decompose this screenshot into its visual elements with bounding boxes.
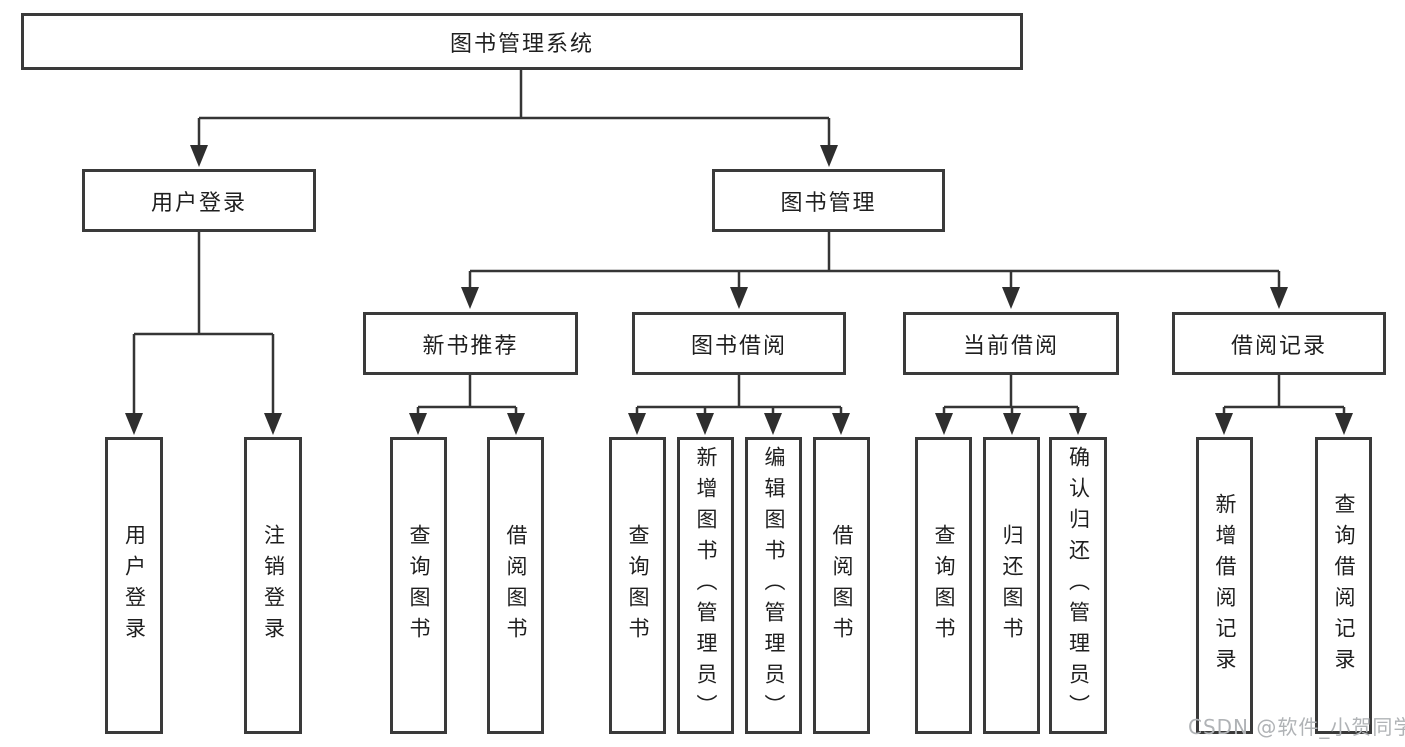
leaf-confirm-return-admin: 确认归还（管理员） [1049,437,1107,734]
node-book-management: 图书管理 [712,169,945,232]
leaf-add-book-admin: 新增图书（管理员） [677,437,734,734]
leaf-borrow-books-borrow: 借阅图书 [813,437,870,734]
leaf-query-books-recommend: 查询图书 [390,437,447,734]
node-user-login: 用户登录 [82,169,316,232]
node-book-borrow: 图书借阅 [632,312,846,375]
watermark: CSDN @软件_小贺同学 [1188,715,1405,739]
leaf-add-borrow-record: 新增借阅记录 [1196,437,1253,734]
connector-user-login [132,232,275,418]
leaf-borrow-books-recommend: 借阅图书 [487,437,544,734]
connector-book-management [468,232,1281,293]
connector-current-borrow [942,375,1080,420]
leaf-logout: 注销登录 [244,437,302,734]
node-borrow-records: 借阅记录 [1172,312,1386,375]
leaf-return-books: 归还图书 [983,437,1040,734]
connector-root [197,70,831,150]
leaf-edit-book-admin: 编辑图书（管理员） [745,437,802,734]
leaf-query-borrow-record: 查询借阅记录 [1315,437,1372,734]
leaf-user-login: 用户登录 [105,437,163,734]
connector-borrow-records [1222,375,1346,420]
leaf-query-books-current: 查询图书 [915,437,972,734]
leaf-query-books-borrow: 查询图书 [609,437,666,734]
node-root: 图书管理系统 [21,13,1023,70]
connector-book-borrow [635,375,843,420]
node-new-book-recommend: 新书推荐 [363,312,578,375]
connector-new-book-recommend [416,375,518,420]
node-current-borrow: 当前借阅 [903,312,1119,375]
